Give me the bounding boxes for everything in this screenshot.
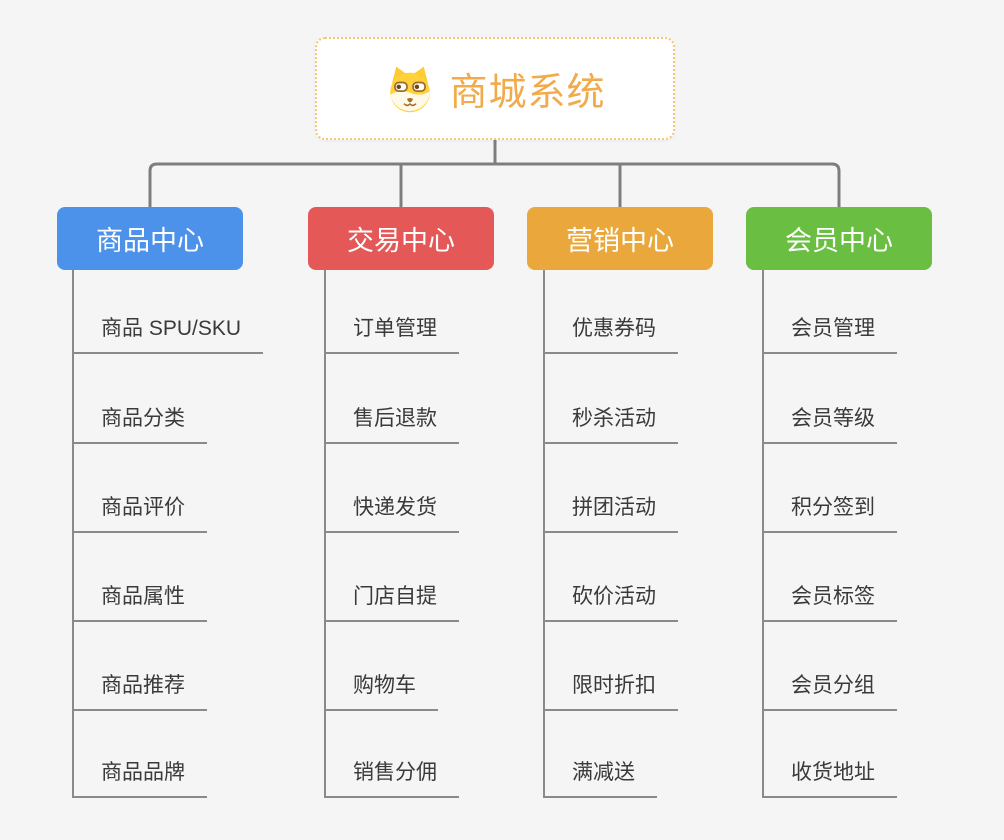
leaf-node[interactable]: 限时折扣	[545, 671, 678, 711]
root-node[interactable]: 商城系统	[315, 37, 675, 140]
leaf-label: 拼团活动	[572, 496, 656, 519]
leaf-node[interactable]: 快递发货	[326, 493, 459, 533]
leaf-label: 销售分佣	[353, 761, 437, 784]
dog-face-icon	[384, 64, 436, 114]
branch-node-product[interactable]: 商品中心	[57, 207, 243, 270]
leaf-label: 秒杀活动	[572, 407, 656, 430]
leaf-label: 会员等级	[791, 407, 875, 430]
leaf-node[interactable]: 秒杀活动	[545, 404, 678, 444]
leaf-label: 会员管理	[791, 317, 875, 340]
leaf-label: 会员标签	[791, 585, 875, 608]
root-title: 商城系统	[449, 72, 606, 114]
leaf-node[interactable]: 会员等级	[764, 404, 897, 444]
leaf-node[interactable]: 商品分类	[74, 404, 207, 444]
leaf-node[interactable]: 优惠券码	[545, 314, 678, 354]
leaf-label: 商品品牌	[101, 761, 185, 784]
leaf-label: 会员分组	[791, 674, 875, 697]
leaf-node[interactable]: 收货地址	[764, 758, 897, 798]
branch-column-trade: 订单管理 售后退款 快递发货 门店自提 购物车 销售分佣	[324, 270, 576, 798]
leaf-label: 商品评价	[101, 496, 185, 519]
leaf-label: 限时折扣	[572, 674, 656, 697]
leaf-node[interactable]: 拼团活动	[545, 493, 678, 533]
branch-node-trade[interactable]: 交易中心	[308, 207, 494, 270]
leaf-label: 商品属性	[101, 585, 185, 608]
leaf-label: 砍价活动	[572, 585, 656, 608]
leaf-node[interactable]: 商品推荐	[74, 671, 207, 711]
leaf-label: 商品 SPU/SKU	[101, 317, 242, 340]
leaf-node[interactable]: 门店自提	[326, 582, 459, 622]
leaf-label: 积分签到	[791, 496, 875, 519]
leaf-node[interactable]: 售后退款	[326, 404, 459, 444]
leaf-label: 优惠券码	[572, 317, 656, 340]
leaf-label: 快递发货	[353, 496, 437, 519]
leaf-node[interactable]: 积分签到	[764, 493, 897, 533]
branch-column-product: 商品 SPU/SKU 商品分类 商品评价 商品属性 商品推荐 商品品牌	[72, 270, 324, 798]
branch-column-marketing: 优惠券码 秒杀活动 拼团活动 砍价活动 限时折扣 满减送	[543, 270, 795, 798]
leaf-node[interactable]: 商品评价	[74, 493, 207, 533]
leaf-label: 门店自提	[353, 585, 437, 608]
leaf-node[interactable]: 商品 SPU/SKU	[74, 314, 264, 354]
leaf-label: 购物车	[353, 674, 416, 697]
leaf-node[interactable]: 会员管理	[764, 314, 897, 354]
leaf-node[interactable]: 满减送	[545, 758, 657, 798]
branch-node-marketing[interactable]: 营销中心	[527, 207, 713, 270]
leaf-label: 售后退款	[353, 407, 437, 430]
leaf-node[interactable]: 商品属性	[74, 582, 207, 622]
branch-column-member: 会员管理 会员等级 积分签到 会员标签 会员分组 收货地址	[762, 270, 1004, 798]
leaf-label: 商品推荐	[101, 674, 185, 697]
leaf-label: 收货地址	[791, 761, 875, 784]
leaf-node[interactable]: 订单管理	[326, 314, 459, 354]
leaf-node[interactable]: 销售分佣	[326, 758, 459, 798]
leaf-node[interactable]: 砍价活动	[545, 582, 678, 622]
leaf-node[interactable]: 会员标签	[764, 582, 897, 622]
leaf-node[interactable]: 购物车	[326, 671, 438, 711]
leaf-node[interactable]: 商品品牌	[74, 758, 207, 798]
leaf-label: 满减送	[572, 761, 635, 784]
leaf-label: 订单管理	[353, 317, 437, 340]
leaf-label: 商品分类	[101, 407, 185, 430]
leaf-node[interactable]: 会员分组	[764, 671, 897, 711]
branch-node-member[interactable]: 会员中心	[746, 207, 932, 270]
